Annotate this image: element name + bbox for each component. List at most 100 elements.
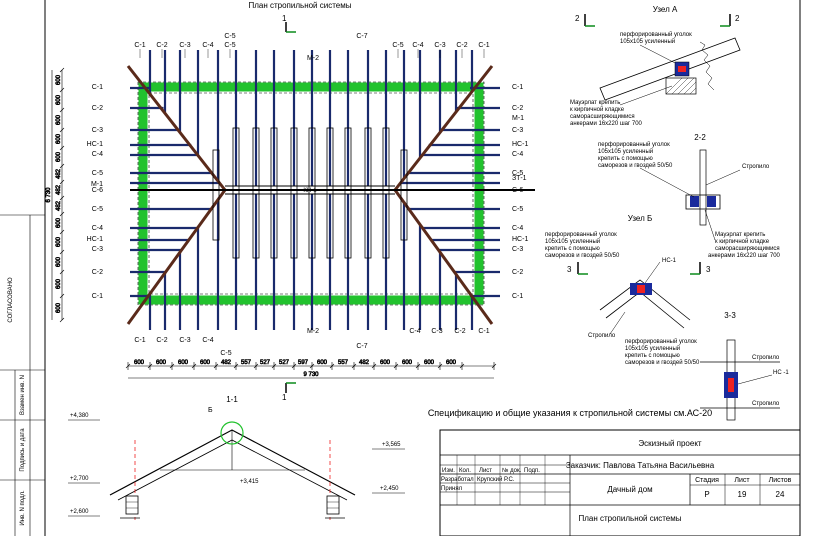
dim-left: 600 — [56, 278, 62, 289]
dim-bottom: 600 — [446, 360, 457, 366]
kh1-label: КН-1 — [303, 188, 317, 194]
dim-bottom: 600 — [402, 360, 413, 366]
stamp-project: Эскизный проект — [638, 439, 702, 448]
dim-total-left: 6 730 — [46, 187, 52, 203]
svg-text:Изм.: Изм. — [442, 468, 455, 474]
section-2-2-title: 2-2 — [694, 133, 706, 142]
dim-bottom: 600 — [200, 360, 211, 366]
c7-top-label: C-7 — [356, 33, 367, 40]
svg-text:Подп.: Подп. — [524, 468, 540, 474]
svg-text:19: 19 — [738, 490, 747, 499]
right-label: ЗТ-1 — [512, 175, 527, 182]
svg-text:саморасширяющимися: саморасширяющимися — [570, 114, 635, 120]
svg-text:Принял: Принял — [441, 486, 463, 492]
left-label: НС-1 — [87, 236, 103, 243]
section-1-1: 1-1 Б +4,380 +3,565 +3,415 +2,700 +2,450… — [68, 395, 405, 520]
top-left-label: C-3 — [179, 42, 190, 49]
svg-text:Крупский Р.С.: Крупский Р.С. — [477, 476, 515, 483]
post — [252, 127, 260, 259]
left-label: C-5 — [92, 170, 103, 177]
section-1-1-title: 1-1 — [226, 395, 238, 404]
dim-bottom: 482 — [221, 360, 232, 366]
vzamen-label: Взамен инв. N — [20, 375, 26, 415]
section-3-3-title: 3-3 — [724, 311, 736, 320]
svg-text:к кирпичной кладке: к кирпичной кладке — [715, 238, 770, 245]
svg-text:1: 1 — [282, 14, 287, 23]
c5-bottom-label: C-5 — [220, 350, 231, 357]
post — [290, 127, 298, 259]
left-label: C-2 — [92, 105, 103, 112]
svg-text:2: 2 — [735, 14, 740, 23]
node-a-mark-right: 2 — [720, 14, 740, 27]
post — [326, 127, 334, 259]
top-right-label: C-3 — [434, 42, 445, 49]
stamp-sheet-title: План стропильной системы — [578, 514, 681, 523]
inner-posts — [212, 127, 408, 259]
right-label: C-3 — [512, 246, 523, 253]
bottom-left-label: C-2 — [156, 337, 167, 344]
dim-bottom: 557 — [241, 360, 252, 366]
svg-text:Кол.: Кол. — [459, 468, 471, 474]
svg-text:Стропило: Стропило — [752, 401, 780, 407]
svg-text:Мауэрлат крепить: Мауэрлат крепить — [715, 232, 765, 238]
left-label: C-3 — [92, 127, 103, 134]
dim-left: 600 — [56, 302, 62, 313]
svg-text:саморезов и гвоздей 50/50: саморезов и гвоздей 50/50 — [625, 359, 700, 366]
bottom-left-label: C-4 — [202, 337, 213, 344]
dim-bottom: 527 — [279, 360, 290, 366]
node-a: Узел А 2 2 перфорированный уголок 105х10… — [570, 5, 741, 127]
node-b-mark-left: 3 — [567, 262, 588, 275]
svg-text:Разработал: Разработал — [441, 477, 474, 483]
bottom-left-label: C-3 — [179, 337, 190, 344]
dim-left: 600 — [56, 256, 62, 267]
post — [382, 127, 390, 259]
svg-text:105х105 усиленный: 105х105 усиленный — [625, 345, 680, 352]
dim-bottom: 600 — [134, 360, 145, 366]
section-1-marker-top: 1 — [282, 14, 296, 33]
svg-text:Мауэрлат крепить: Мауэрлат крепить — [570, 100, 620, 106]
top-left-label: C-2 — [156, 42, 167, 49]
dim-left: 600 — [56, 151, 62, 162]
svg-text:крепить с помощью: крепить с помощью — [598, 156, 653, 162]
svg-text:+3,565: +3,565 — [382, 442, 401, 448]
svg-text:3: 3 — [567, 265, 572, 274]
svg-text:анкерами 16х220 шаг 700: анкерами 16х220 шаг 700 — [708, 253, 781, 259]
right-label: C-5 — [512, 170, 523, 177]
svg-text:перфорированный уголок: перфорированный уголок — [598, 141, 670, 148]
svg-text:2: 2 — [575, 14, 580, 23]
right-label: C-6 — [512, 187, 523, 194]
left-label: C-1 — [92, 84, 103, 91]
svg-text:+2,700: +2,700 — [70, 476, 89, 482]
right-label: M-1 — [512, 115, 524, 122]
post — [270, 127, 278, 259]
right-label: C-4 — [512, 151, 523, 158]
top-left-label: C-5 — [224, 42, 235, 49]
left-label: C-4 — [92, 225, 103, 232]
vertical-rafters — [148, 50, 474, 330]
dim-left: 600 — [56, 114, 62, 125]
dim-bottom: 527 — [260, 360, 271, 366]
svg-text:Стропило: Стропило — [742, 164, 770, 170]
post — [308, 127, 316, 259]
soglasovano-label: СОГЛАСОВАНО — [8, 277, 14, 323]
svg-text:перфорированный уголок: перфорированный уголок — [625, 338, 697, 345]
left-label: C-4 — [92, 151, 103, 158]
left-strip: СОГЛАСОВАНО Взамен инв. N Подпись и дата… — [8, 277, 26, 526]
c7-bottom-label: C-7 — [356, 343, 367, 350]
node-b-mark-right: 3 — [690, 262, 711, 275]
dim-left: 482 — [56, 200, 62, 211]
dim-total-bottom: 9 730 — [303, 372, 319, 378]
dim-bottom: 600 — [178, 360, 189, 366]
dim-left: 482 — [56, 168, 62, 179]
post — [400, 149, 408, 241]
svg-text:Листов: Листов — [769, 477, 792, 484]
svg-text:Лист: Лист — [734, 477, 750, 484]
svg-text:Лист: Лист — [479, 468, 492, 474]
dim-bottom: 557 — [338, 360, 349, 366]
top-right-label: C-5 — [392, 42, 403, 49]
svg-text:НС-1: НС-1 — [662, 258, 677, 264]
stamp-object: Дачный дом — [607, 485, 652, 494]
